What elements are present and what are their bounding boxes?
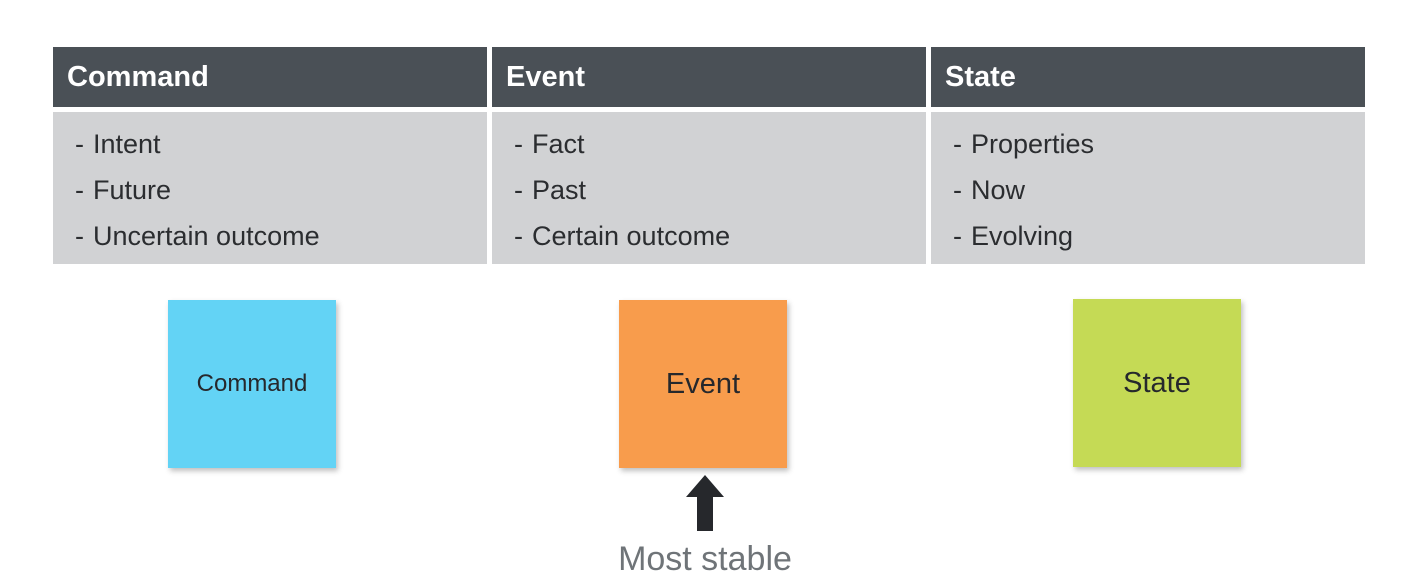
table-header-row: Command Event State bbox=[53, 47, 1365, 107]
sticky-note-event: Event bbox=[619, 300, 787, 468]
comparison-table: Command Event State - Intent - Future - … bbox=[53, 47, 1365, 264]
bullet-dash: - bbox=[514, 221, 523, 251]
header-cell-state: State bbox=[931, 47, 1365, 107]
list-item-label: Intent bbox=[93, 129, 161, 159]
sticky-note-state: State bbox=[1073, 299, 1241, 467]
bullet-dash: - bbox=[75, 129, 84, 159]
list-item-label: Uncertain outcome bbox=[93, 221, 320, 251]
header-cell-event: Event bbox=[492, 47, 926, 107]
bullet-dash: - bbox=[514, 129, 523, 159]
list-item-label: Future bbox=[93, 175, 172, 205]
up-arrow-icon bbox=[684, 475, 726, 531]
list-item-label: Fact bbox=[532, 129, 585, 159]
most-stable-label: Most stable bbox=[618, 540, 792, 578]
bullet-dash: - bbox=[75, 175, 84, 205]
list-item: - Properties bbox=[931, 121, 1365, 167]
list-item: - Now bbox=[931, 167, 1365, 213]
list-item: - Intent bbox=[53, 121, 487, 167]
list-item: - Evolving bbox=[931, 213, 1365, 259]
list-item-label: Past bbox=[532, 175, 587, 205]
list-item-label: Now bbox=[971, 175, 1026, 205]
list-item: - Certain outcome bbox=[492, 213, 926, 259]
bullet-dash: - bbox=[75, 221, 84, 251]
list-item-label: Properties bbox=[971, 129, 1095, 159]
body-cell-state: - Properties - Now - Evolving bbox=[931, 112, 1365, 264]
list-item-label: Evolving bbox=[971, 221, 1074, 251]
bullet-dash: - bbox=[953, 221, 962, 251]
list-item: - Fact bbox=[492, 121, 926, 167]
bullet-dash: - bbox=[953, 129, 962, 159]
bullet-dash: - bbox=[514, 175, 523, 205]
table-body-row: - Intent - Future - Uncertain outcome - … bbox=[53, 112, 1365, 264]
sticky-note-command: Command bbox=[168, 300, 336, 468]
list-item: - Future bbox=[53, 167, 487, 213]
body-cell-event: - Fact - Past - Certain outcome bbox=[492, 112, 926, 264]
list-item: - Uncertain outcome bbox=[53, 213, 487, 259]
list-item: - Past bbox=[492, 167, 926, 213]
bullet-dash: - bbox=[953, 175, 962, 205]
header-cell-command: Command bbox=[53, 47, 487, 107]
body-cell-command: - Intent - Future - Uncertain outcome bbox=[53, 112, 487, 264]
list-item-label: Certain outcome bbox=[532, 221, 731, 251]
